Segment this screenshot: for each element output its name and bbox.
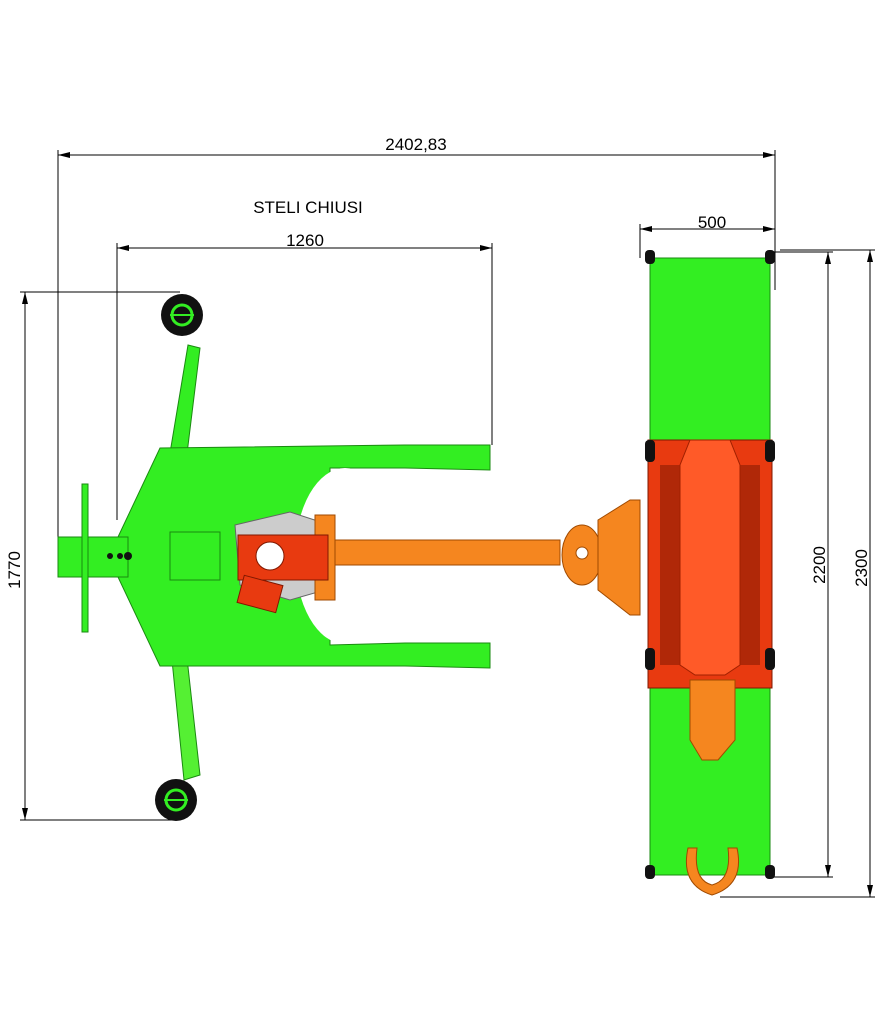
stretcher-length-label: 2200 bbox=[810, 546, 829, 584]
base-width-label: 1770 bbox=[5, 551, 24, 589]
caption-label: STELI CHIUSI bbox=[253, 198, 363, 217]
stretcher-width-label: 500 bbox=[698, 213, 726, 232]
dimension-stretcher-width: 500 bbox=[639, 213, 775, 258]
stretcher-overall-label: 2300 bbox=[852, 549, 871, 587]
stretcher bbox=[645, 250, 775, 896]
wheel-top-icon bbox=[161, 294, 203, 336]
mast-and-boom bbox=[234, 499, 641, 616]
dimension-base-width: 1770 bbox=[5, 291, 180, 821]
overall-length-label: 2402,83 bbox=[385, 135, 446, 154]
wheel-bottom-icon bbox=[155, 779, 197, 821]
dimension-overall-length: 2402,83 bbox=[57, 135, 776, 540]
dimension-closed-legs: 1260 bbox=[116, 231, 493, 520]
dimension-stretcher-length: 2200 2300 bbox=[720, 249, 875, 898]
closed-legs-label: 1260 bbox=[286, 231, 324, 250]
